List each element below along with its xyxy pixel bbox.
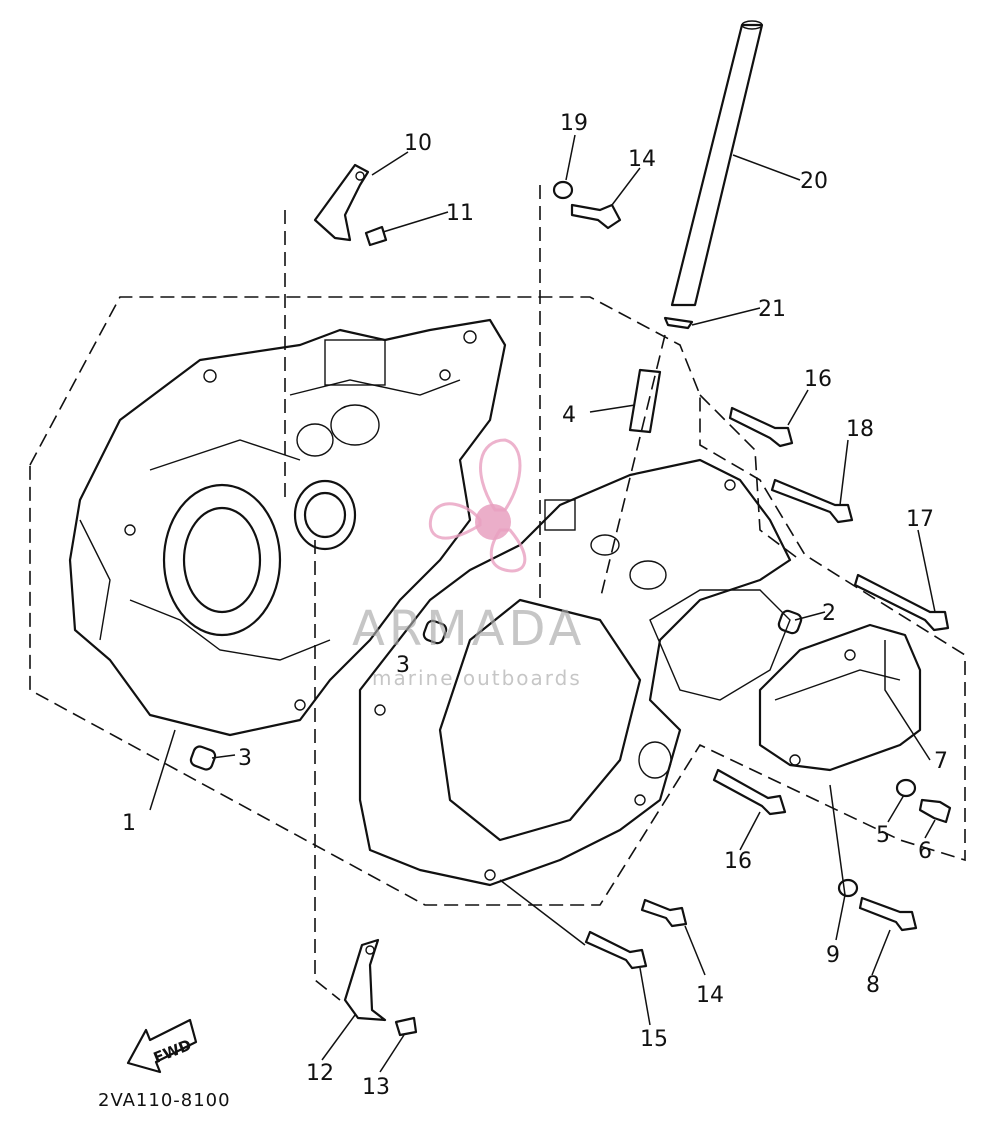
callout-3-middle: 3 (396, 653, 410, 678)
bolt-8 (858, 896, 918, 932)
bolt-18 (770, 478, 854, 524)
callout-15: 15 (640, 1027, 668, 1052)
drawing-code: 2VA110-8100 (98, 1090, 231, 1111)
callout-14-upper: 14 (628, 147, 656, 172)
dowel-pin-3-middle (422, 619, 448, 645)
washer-19 (552, 180, 574, 200)
right-crankcase-half (358, 458, 792, 887)
callout-10: 10 (404, 131, 432, 156)
bolt-14-lower (640, 898, 688, 928)
bolt-15 (584, 930, 648, 970)
side-cover (758, 623, 922, 772)
bracket-12 (343, 938, 387, 1022)
watermark: ARMADA marine outboards (352, 438, 585, 690)
callout-16-lower: 16 (724, 849, 752, 874)
callout-1: 1 (122, 811, 136, 836)
left-crankcase-half (68, 318, 507, 737)
callout-19: 19 (560, 111, 588, 136)
callout-7: 7 (934, 749, 948, 774)
callout-labels: 1 2 3 3 4 5 6 7 8 9 10 11 12 13 14 14 15… (122, 111, 948, 1100)
watermark-brand: ARMADA (352, 601, 585, 657)
callout-2: 2 (822, 601, 836, 626)
callout-16-upper: 16 (804, 367, 832, 392)
assembly-boundary-lines (29, 185, 966, 1001)
clip-21 (663, 316, 694, 330)
propeller-logo (428, 438, 527, 573)
nipple-4 (628, 368, 662, 434)
bolt-16-lower (712, 768, 787, 816)
callout-21: 21 (758, 297, 786, 322)
callout-4: 4 (562, 403, 576, 428)
washer-9 (837, 878, 859, 898)
bolt-6 (918, 798, 952, 824)
leader-lines (149, 134, 936, 1073)
callout-13: 13 (362, 1075, 390, 1100)
callout-6: 6 (918, 839, 932, 864)
screw-13 (394, 1016, 418, 1037)
fwd-label: FWD (151, 1036, 194, 1067)
washer-5 (895, 778, 917, 798)
callout-11: 11 (446, 201, 474, 226)
watermark-tagline: marine outboards (372, 666, 582, 690)
bolt-16-upper (728, 406, 794, 448)
callout-20: 20 (800, 169, 828, 194)
screw-11 (364, 225, 388, 247)
callout-12: 12 (306, 1061, 334, 1086)
bolt-17 (853, 573, 950, 632)
callout-17: 17 (906, 507, 934, 532)
callout-5: 5 (876, 823, 890, 848)
dowel-pin-2 (777, 609, 803, 635)
callout-14-lower: 14 (696, 983, 724, 1008)
forward-direction-arrow: FWD (126, 1018, 198, 1074)
callout-3-lower: 3 (238, 746, 252, 771)
callout-9: 9 (826, 943, 840, 968)
callout-8: 8 (866, 973, 880, 998)
dowel-pin-3-lower (189, 745, 217, 771)
bracket-10 (313, 163, 370, 242)
oil-pipe-20 (670, 20, 764, 307)
callout-18: 18 (846, 417, 874, 442)
bolt-14-upper (570, 203, 622, 230)
